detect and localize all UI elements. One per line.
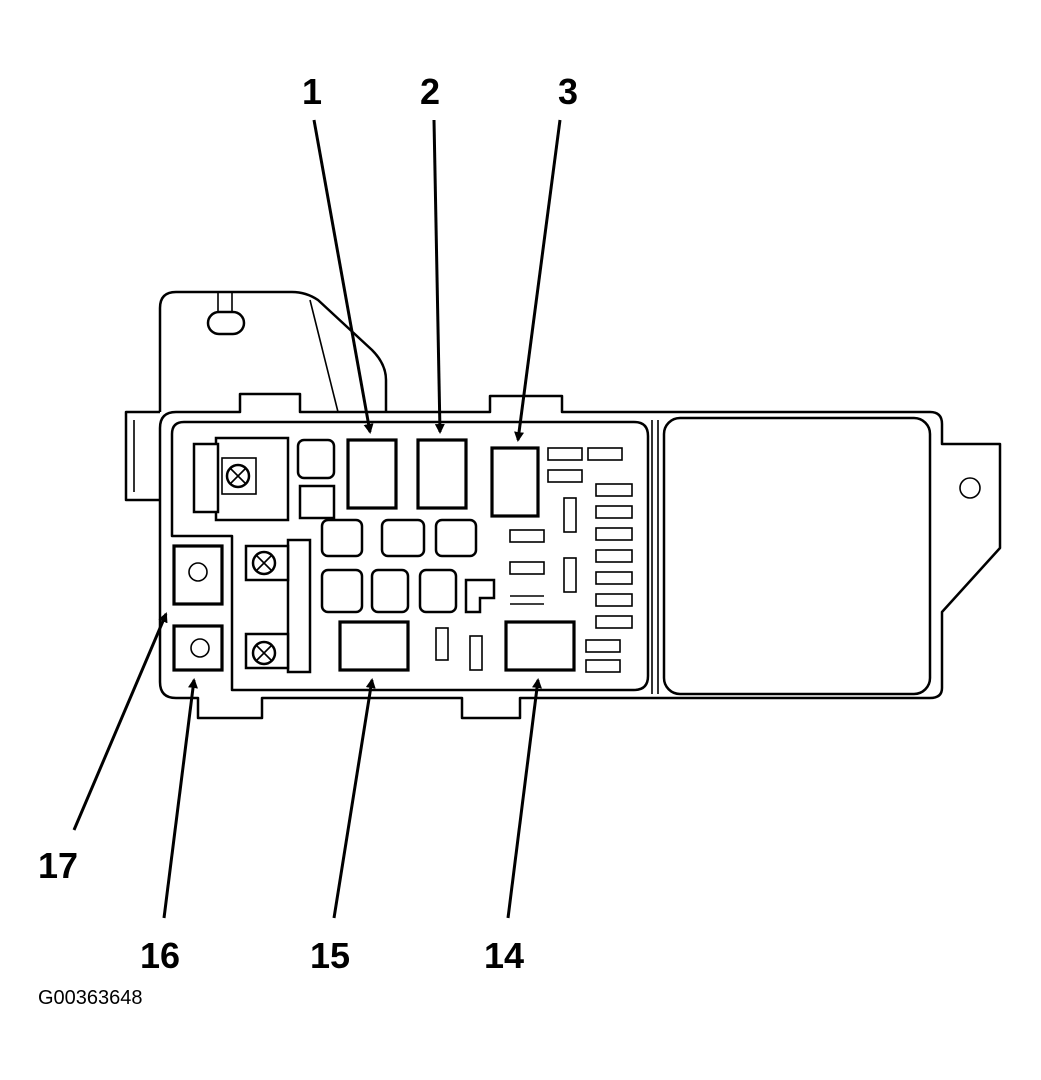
fuse <box>509 561 545 575</box>
bus-bar-assembly <box>244 538 312 674</box>
callout-15: 15 <box>310 935 350 976</box>
leader-line-17 <box>72 612 168 831</box>
callout-2: 2 <box>420 71 440 112</box>
bracket-slot-hole <box>206 310 246 336</box>
box-outline <box>158 392 1002 720</box>
relay-14 <box>504 620 576 672</box>
cover-divider <box>651 420 659 694</box>
fuse <box>587 447 623 461</box>
relay-15 <box>338 620 410 672</box>
mini-relay <box>296 438 336 480</box>
side-clip <box>124 410 160 502</box>
component-block-top-left <box>192 436 336 522</box>
relay-2 <box>416 438 468 510</box>
fuse <box>595 615 633 629</box>
fuse-slot <box>510 595 544 605</box>
fuse <box>595 571 633 585</box>
mini-relay <box>418 568 458 614</box>
leader-lines <box>72 119 562 919</box>
fuse <box>595 505 633 519</box>
terminal-post-icon <box>190 638 210 658</box>
callout-14: 14 <box>484 935 524 976</box>
fuse <box>563 557 577 593</box>
terminal-post-icon <box>188 562 208 582</box>
callout-3: 3 <box>558 71 578 112</box>
fuse <box>469 635 483 671</box>
mini-relay <box>298 484 336 520</box>
mini-relay <box>380 518 426 558</box>
relay-3 <box>490 446 540 518</box>
mini-relay <box>320 518 364 558</box>
figure-id: G00363648 <box>38 987 143 1009</box>
callout-1: 1 <box>302 71 322 112</box>
mini-relay-notched <box>464 578 496 614</box>
callout-17: 17 <box>38 845 78 886</box>
bracket-inner-line <box>309 299 339 413</box>
fuse <box>547 469 583 483</box>
cover-panel <box>662 416 932 696</box>
fuse <box>595 527 633 541</box>
mini-relay <box>320 568 364 614</box>
fuse <box>563 497 577 533</box>
left-bracket <box>158 290 388 412</box>
terminal-frame <box>221 457 257 495</box>
mini-relay <box>434 518 478 558</box>
callout-16: 16 <box>140 935 180 976</box>
fuse <box>509 529 545 543</box>
fuse <box>595 483 633 497</box>
terminal-tab <box>192 442 220 514</box>
fuse <box>595 549 633 563</box>
fuse <box>435 627 449 661</box>
inner-panel <box>170 420 650 692</box>
leader-line-14 <box>506 678 542 919</box>
fuse <box>585 659 621 673</box>
mini-relay-grid <box>320 518 496 614</box>
leader-line-16 <box>162 678 198 919</box>
leader-line-2 <box>432 119 445 434</box>
terminal-16 <box>172 624 224 672</box>
terminal-17 <box>172 544 224 606</box>
fuse-array <box>435 447 633 673</box>
box-housing <box>124 290 1002 720</box>
fuse <box>595 593 633 607</box>
bus-bar <box>286 538 312 674</box>
leader-line-1 <box>312 119 374 434</box>
relay-1 <box>346 438 398 510</box>
leader-line-15 <box>332 678 376 919</box>
mini-relay <box>370 568 410 614</box>
fuse <box>547 447 583 461</box>
mount-hole <box>959 477 981 499</box>
bracket-slot <box>217 292 233 312</box>
fuse <box>585 639 621 653</box>
leader-line-3 <box>514 119 562 442</box>
